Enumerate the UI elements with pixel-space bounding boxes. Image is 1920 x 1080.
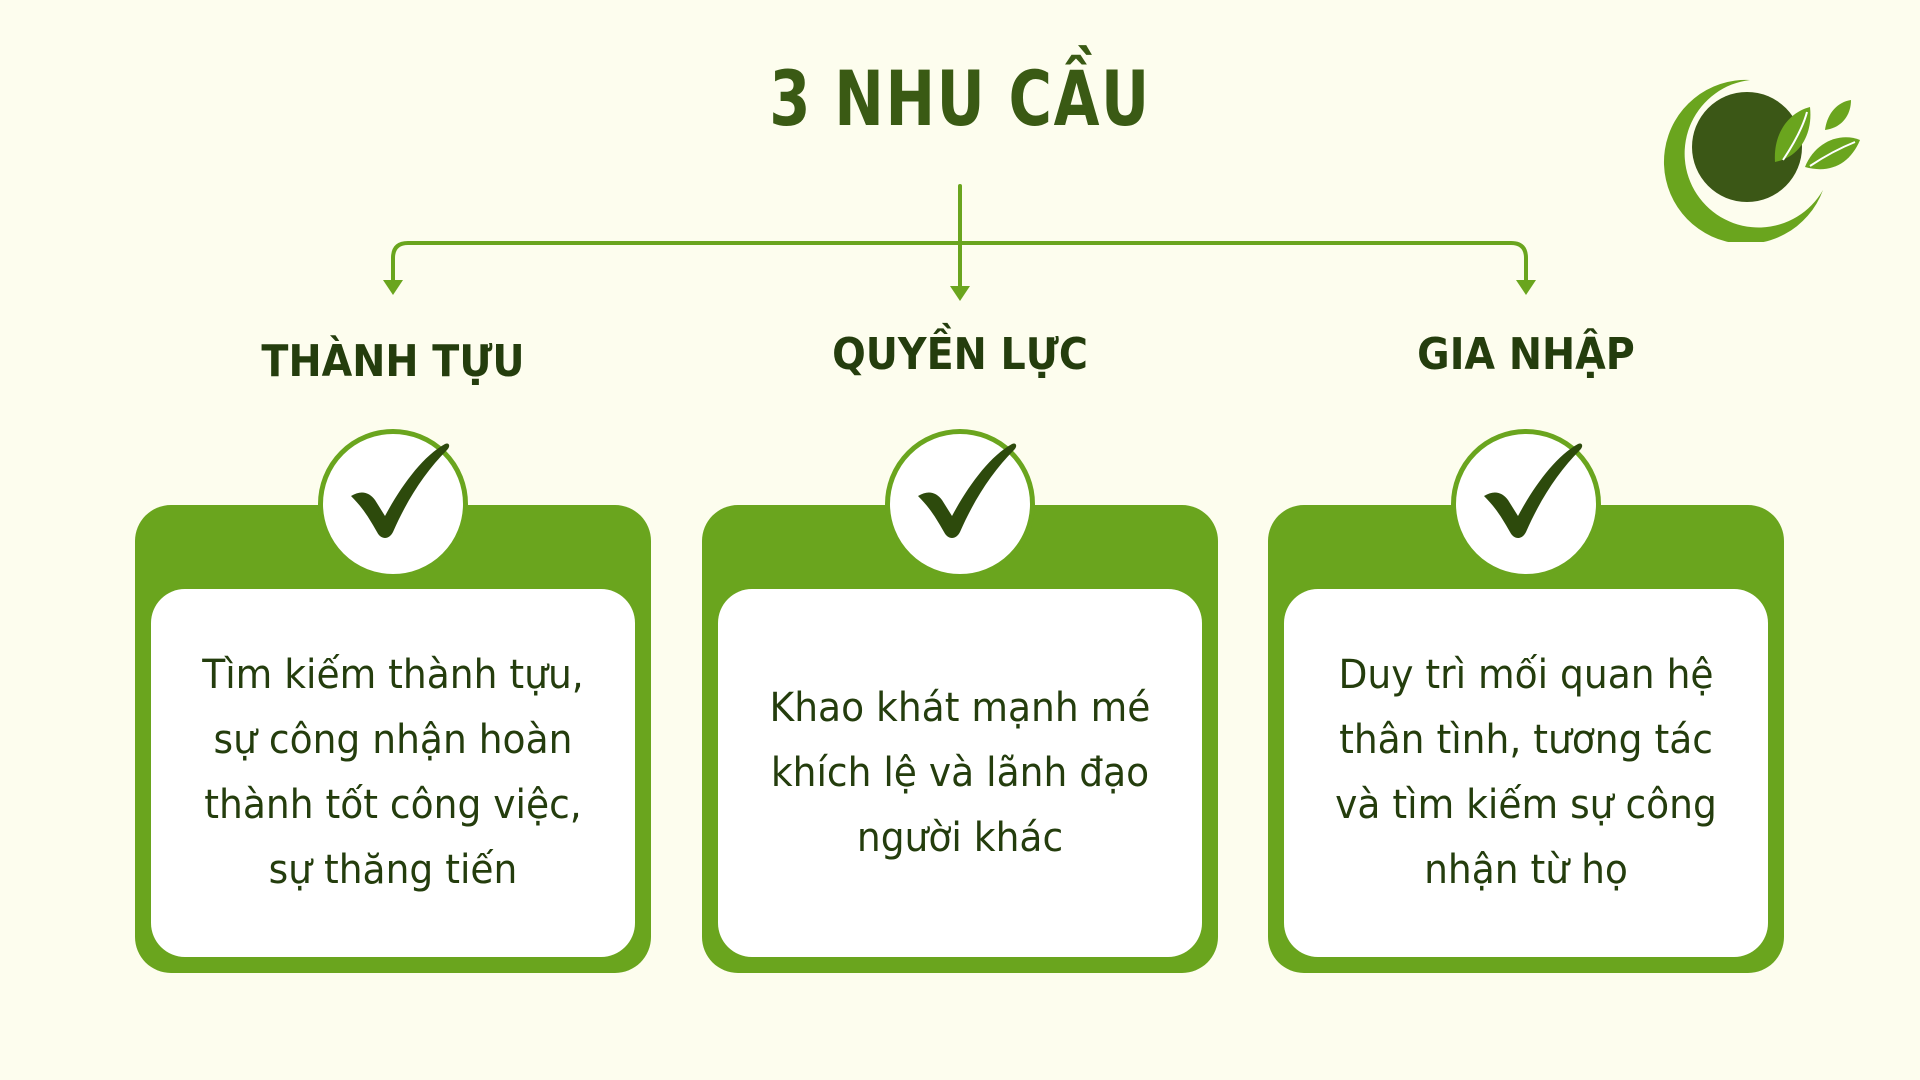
need-heading-affiliation: GIA NHẬP [1417, 329, 1635, 380]
checkmark-badge [318, 429, 468, 579]
arrow-down-icon [383, 280, 403, 295]
arrow-down-icon [950, 286, 970, 301]
checkmark-badge [885, 429, 1035, 579]
checkmark-badge [1451, 429, 1601, 579]
need-card-affiliation: Duy trì mối quan hệ thân tình, tương tác… [1268, 505, 1784, 973]
need-description: Tìm kiếm thành tựu, sự công nhận hoàn th… [202, 652, 584, 893]
need-card-achievement: Tìm kiếm thành tựu, sự công nhận hoàn th… [135, 505, 651, 973]
need-heading-achievement: THÀNH TỰU [261, 336, 525, 387]
leaf-moon-logo-icon [1664, 79, 1860, 242]
card-body: Tìm kiếm thành tựu, sự công nhận hoàn th… [151, 589, 635, 957]
card-body: Duy trì mối quan hệ thân tình, tương tác… [1284, 589, 1768, 957]
need-description: Khao khát mạnh mé khích lệ và lãnh đạo n… [769, 684, 1151, 861]
card-body: Khao khát mạnh mé khích lệ và lãnh đạo n… [718, 589, 1202, 957]
need-card-power: Khao khát mạnh mé khích lệ và lãnh đạo n… [702, 505, 1218, 973]
need-description: Duy trì mối quan hệ thân tình, tương tác… [1335, 652, 1717, 893]
arrow-down-icon [1516, 280, 1536, 295]
checkmark-icon [351, 443, 450, 538]
checkmark-icon [918, 443, 1017, 538]
need-heading-power: QUYỀN LỰC [832, 329, 1088, 380]
checkmark-icon [1484, 443, 1583, 538]
page-title: 3 NHU CẦU [769, 54, 1151, 143]
